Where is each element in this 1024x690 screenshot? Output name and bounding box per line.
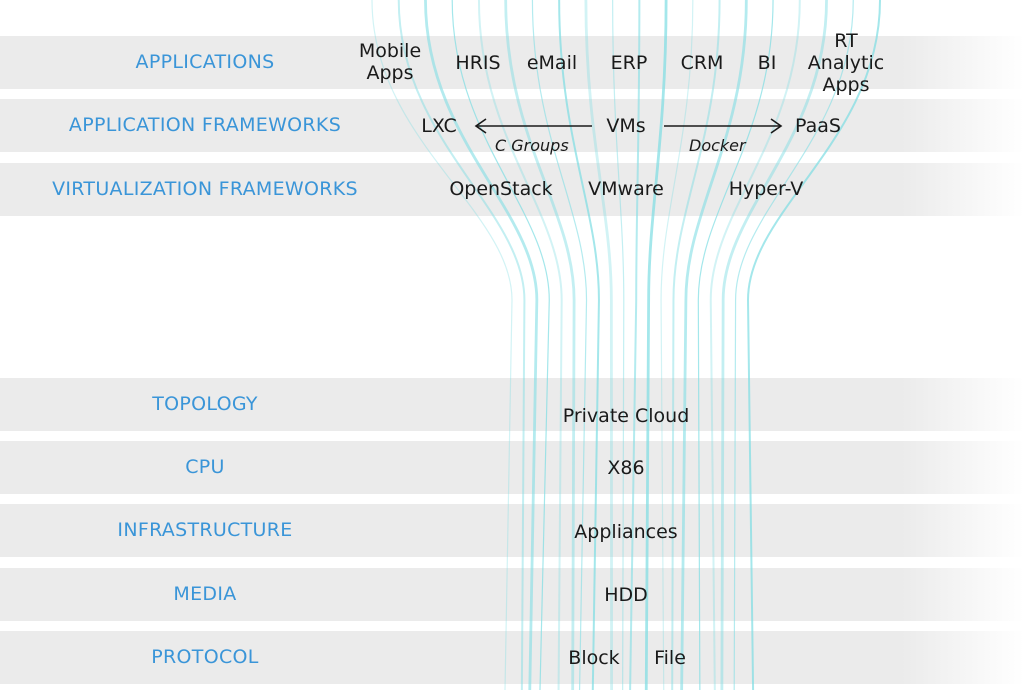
label-docker: Docker [689, 136, 746, 155]
framework-paas: PaaS [795, 115, 841, 137]
band-cpu [0, 441, 1024, 494]
layer-label-protocol: PROTOCOL [151, 646, 259, 668]
app-email: eMail [526, 52, 578, 74]
funnel-beam [451, 0, 550, 690]
virt-hyperv: Hyper-V [728, 178, 804, 200]
funnel-beam [629, 0, 641, 690]
funnel-beam [660, 0, 694, 690]
funnel-beam [558, 0, 600, 690]
funnel-beam [504, 0, 576, 690]
value-topology: Private Cloud [562, 405, 690, 427]
layer-label-virtualization-frameworks: VIRTUALIZATION FRAMEWORKS [52, 178, 358, 200]
funnel-beam [531, 0, 588, 690]
layer-label-applications: APPLICATIONS [135, 51, 275, 73]
funnel-beam [477, 0, 563, 690]
funnel-beam [371, 0, 513, 690]
app-erp: ERP [610, 52, 648, 74]
layer-label-infrastructure: INFRASTRUCTURE [117, 519, 293, 541]
app-rt-line3: Apps [822, 74, 870, 96]
funnel-beam [397, 0, 526, 690]
app-mobile-apps: Mobile Apps [350, 40, 430, 84]
value-cpu: X86 [607, 457, 645, 479]
layer-label-cpu: CPU [185, 456, 225, 478]
band-topology [0, 378, 1024, 431]
funnel-beam [584, 0, 613, 690]
value-infrastructure: Appliances [574, 521, 678, 543]
app-rt-line2: Analytic [807, 52, 885, 74]
funnel-beam [697, 0, 774, 690]
funnel-beam [733, 0, 854, 690]
app-rt-analytic-apps: RT Analytic Apps [796, 30, 896, 96]
band-media [0, 568, 1024, 621]
layer-label-topology: TOPOLOGY [152, 393, 258, 415]
framework-lxc: LXC [421, 115, 457, 137]
framework-vms: VMs [606, 115, 646, 137]
layer-label-application-frameworks: APPLICATION FRAMEWORKS [68, 114, 342, 136]
funnel-beam [612, 0, 625, 690]
funnel-beam [709, 0, 801, 690]
app-crm: CRM [680, 52, 724, 74]
protocol-block: Block [568, 647, 620, 669]
band-applications [0, 36, 1024, 89]
app-rt-line1: RT [834, 30, 858, 52]
funnel-beam [680, 0, 748, 690]
app-bi: BI [757, 52, 777, 74]
band-infrastructure [0, 504, 1024, 557]
layer-label-media: MEDIA [173, 583, 237, 605]
app-hris: HRIS [455, 52, 501, 74]
funnel-beam [644, 0, 668, 690]
app-mobile-line1: Mobile [358, 40, 422, 62]
funnel-beam [746, 0, 881, 690]
funnel-beam [720, 0, 828, 690]
app-mobile-line2: Apps [366, 62, 414, 84]
virt-vmware: VMware [588, 178, 664, 200]
protocol-file: File [654, 647, 686, 669]
funnel-beam [671, 0, 721, 690]
value-media: HDD [604, 584, 648, 606]
label-c-groups: C Groups [495, 136, 569, 155]
band-protocol [0, 631, 1024, 684]
funnel-beam [424, 0, 539, 690]
virt-openstack: OpenStack [449, 178, 553, 200]
